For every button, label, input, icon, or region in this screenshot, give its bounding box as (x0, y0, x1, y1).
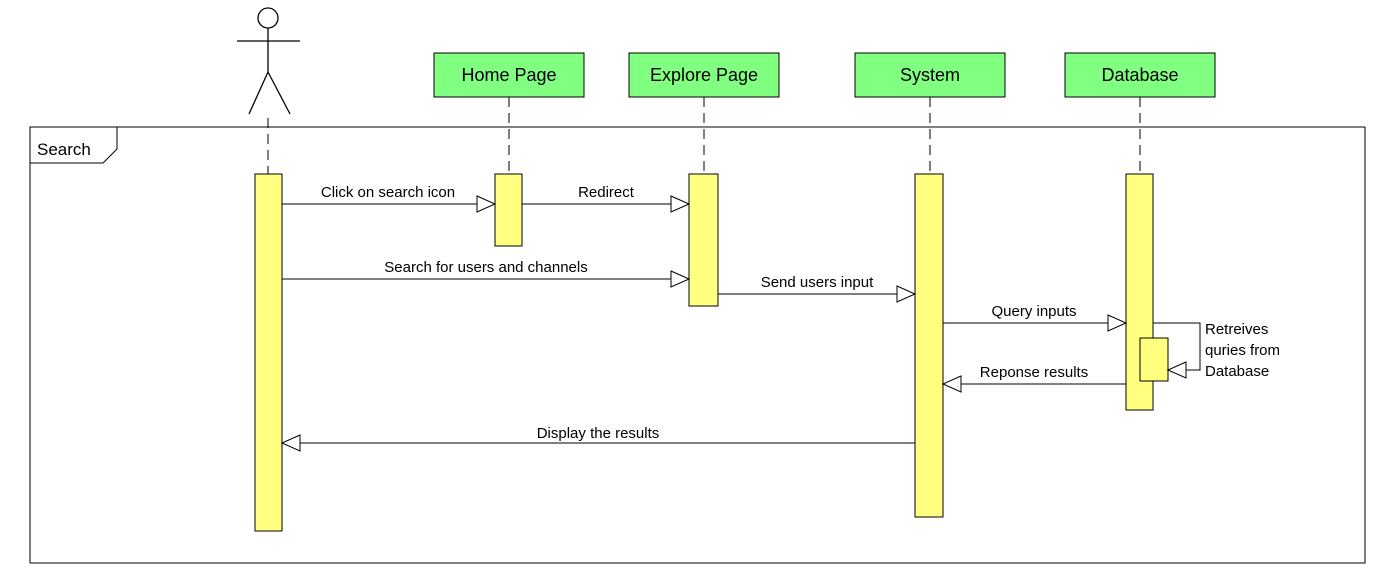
participant-box (433, 52, 585, 98)
home-page-activation (494, 173, 523, 247)
message-label: Redirect (578, 184, 635, 201)
message-label: Query inputs (991, 303, 1076, 320)
search-frame-label: Search (37, 140, 91, 159)
open-arrowhead-icon (1166, 361, 1187, 379)
message-label: Reponse results (980, 364, 1088, 381)
participant-box (854, 52, 1006, 98)
participant-label: Home Page (461, 65, 556, 85)
open-arrowhead-icon (280, 434, 301, 452)
participant-system: System (854, 52, 1006, 98)
open-arrowhead-icon (476, 195, 497, 213)
message-label-line-2: quries from (1205, 342, 1280, 359)
actor-head (257, 7, 279, 29)
actor-activation (254, 173, 283, 532)
system-activation (914, 173, 944, 518)
open-arrowhead-icon (670, 195, 691, 213)
message-click-search-icon: Click on search icon (282, 184, 497, 213)
message-send-users-input: Send users input (718, 274, 917, 303)
open-arrowhead-icon (670, 270, 691, 288)
search-frame-tab (30, 127, 118, 164)
message-search-users-channels: Search for users and channels (282, 259, 691, 288)
participant-database: Database (1064, 52, 1216, 98)
actor-left-leg (248, 71, 269, 115)
search-frame (29, 126, 1366, 564)
message-response-results: Reponse results (941, 364, 1126, 393)
actor-right-leg (267, 71, 291, 115)
message-label: Search for users and channels (384, 259, 587, 276)
message-label-line-1: Retreives (1205, 321, 1268, 338)
participant-label: System (900, 65, 960, 85)
lifelines (267, 97, 1141, 174)
database-self-activation (1139, 337, 1169, 382)
message-redirect: Redirect (522, 184, 691, 213)
message-line (1153, 322, 1201, 371)
message-display-results: Display the results (280, 425, 915, 452)
activation-bars (254, 173, 1169, 532)
message-label-line-3: Database (1205, 363, 1269, 380)
participant-home-page: Home Page (433, 52, 585, 98)
message-label: Display the results (537, 425, 660, 442)
message-retrieves-queries: Retreives quries from Database (1153, 321, 1280, 380)
user-actor (237, 7, 300, 115)
participant-box (628, 52, 780, 98)
open-arrowhead-icon (896, 285, 917, 303)
participant-label: Database (1101, 65, 1178, 85)
explore-page-activation (688, 173, 719, 307)
message-query-inputs: Query inputs (943, 303, 1128, 332)
message-label: Send users input (761, 274, 874, 291)
participant-label: Explore Page (650, 65, 758, 85)
open-arrowhead-icon (1107, 314, 1128, 332)
message-label: Click on search icon (321, 184, 455, 201)
open-arrowhead-icon (941, 375, 962, 393)
participant-explore-page: Explore Page (628, 52, 780, 98)
